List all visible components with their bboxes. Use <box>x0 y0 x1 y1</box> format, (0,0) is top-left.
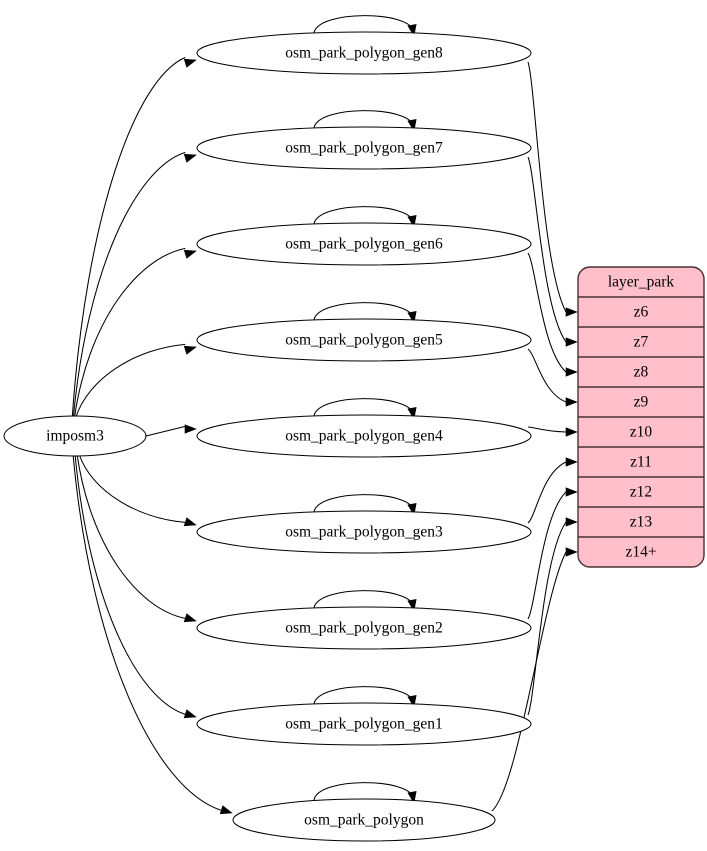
arrowhead-imposm3-to-base <box>219 805 233 815</box>
layer-park-table: layer_park z6 z7 z8 z9 z10 z11 z12 z13 z14+ <box>577 266 705 568</box>
self-loop-gen7 <box>313 110 415 129</box>
node-gen7-shape <box>196 126 532 170</box>
node-gen8-shape <box>196 31 532 75</box>
edge-gen8-to-z6 <box>527 61 567 313</box>
node-gen1-shape <box>196 702 532 746</box>
layer-park-row-z12[interactable]: z12 <box>578 477 704 507</box>
edge-gen4-to-z10 <box>527 426 567 433</box>
node-gen8-label: osm_park_polygon_gen8 <box>285 45 443 62</box>
arrowhead-imposm3-to-gen1 <box>183 709 197 719</box>
self-loop-gen2 <box>313 590 415 609</box>
edge-imposm3-to-gen6 <box>73 247 186 419</box>
edges-layer <box>71 15 578 815</box>
node-gen4-label: osm_park_polygon_gen4 <box>285 428 443 445</box>
arrowhead-imposm3-to-gen7 <box>183 153 197 163</box>
layer-park-table-title: layer_park <box>608 274 675 291</box>
arrowhead-gen2-to-z12 <box>565 487 578 497</box>
layer-park-row-label-z11: z11 <box>630 454 652 471</box>
node-base-label: osm_park_polygon <box>304 812 424 829</box>
layer-park-row-z6[interactable]: z6 <box>578 297 704 327</box>
edge-imposm3-to-gen8 <box>71 56 186 419</box>
layer-park-row-label-z12: z12 <box>630 484 652 501</box>
self-loop-base <box>313 782 415 801</box>
layer-park-row-label-z10: z10 <box>630 424 653 441</box>
arrowhead-imposm3-to-gen6 <box>183 249 197 259</box>
node-imposm3-label: imposm3 <box>46 428 104 445</box>
node-gen1[interactable]: osm_park_polygon_gen1 <box>196 702 532 746</box>
edge-imposm3-to-gen7 <box>72 151 186 419</box>
node-gen5-shape <box>196 318 532 362</box>
edge-gen2-to-z12 <box>527 491 567 620</box>
self-loop-gen8 <box>313 15 415 34</box>
layer-park-row-z8[interactable]: z8 <box>578 357 704 387</box>
node-gen2[interactable]: osm_park_polygon_gen2 <box>196 606 532 650</box>
layer-park-row-z11[interactable]: z11 <box>578 447 704 477</box>
edge-imposm3-to-gen3 <box>78 453 186 523</box>
layer-park-row-z7[interactable]: z7 <box>578 327 704 357</box>
edge-imposm3-to-gen2 <box>76 453 186 619</box>
layer-park-row-z13[interactable]: z13 <box>578 507 704 537</box>
self-loop-gen4 <box>313 398 415 417</box>
arrowhead-gen6-to-z8 <box>565 367 578 377</box>
layer-park-row-z10[interactable]: z10 <box>578 417 704 447</box>
self-loop-gen5 <box>313 302 415 321</box>
node-gen8[interactable]: osm_park_polygon_gen8 <box>196 31 532 75</box>
edge-gen6-to-z8 <box>527 252 567 373</box>
layer-park-row-z14+[interactable]: z14+ <box>578 537 704 567</box>
layer-park-row-label-z8: z8 <box>634 364 649 381</box>
node-gen6-shape <box>196 222 532 266</box>
self-loop-gen3 <box>313 494 415 513</box>
layer-park-row-label-z7: z7 <box>634 334 649 351</box>
arrowhead-base-to-z14+ <box>565 547 578 557</box>
node-gen4-shape <box>196 414 532 458</box>
edge-imposm3-to-base <box>72 453 222 811</box>
node-gen7[interactable]: osm_park_polygon_gen7 <box>196 126 532 170</box>
edge-base-to-z14+ <box>491 551 567 812</box>
node-gen3-shape <box>196 510 532 554</box>
node-gen2-shape <box>196 606 532 650</box>
node-base[interactable]: osm_park_polygon <box>232 798 496 842</box>
self-loop-gen1 <box>313 686 415 705</box>
node-gen3-label: osm_park_polygon_gen3 <box>285 524 443 541</box>
edge-gen7-to-z7 <box>527 156 567 343</box>
arrowhead-gen4-to-z10 <box>565 427 578 437</box>
edge-gen1-to-z13 <box>527 521 567 716</box>
self-loop-gen6 <box>313 206 415 225</box>
nodes-layer: imposm3 osm_park_polygon_gen8 osm_park_pol… <box>3 31 532 842</box>
node-gen4[interactable]: osm_park_polygon_gen4 <box>196 414 532 458</box>
arrowhead-gen5-to-z9 <box>565 397 578 407</box>
node-imposm3[interactable]: imposm3 <box>3 415 147 457</box>
layer-park-row-label-z14+: z14+ <box>625 544 656 561</box>
arrowhead-gen3-to-z11 <box>565 457 578 467</box>
node-gen7-label: osm_park_polygon_gen7 <box>285 140 443 157</box>
node-gen6[interactable]: osm_park_polygon_gen6 <box>196 222 532 266</box>
edge-gen5-to-z9 <box>527 348 567 403</box>
layer-park-row-label-z9: z9 <box>634 394 649 411</box>
node-gen5-label: osm_park_polygon_gen5 <box>285 332 443 349</box>
node-gen3[interactable]: osm_park_polygon_gen3 <box>196 510 532 554</box>
arrowhead-gen8-to-z6 <box>565 307 578 317</box>
edge-imposm3-to-gen5 <box>75 343 186 419</box>
node-base-shape <box>232 798 496 842</box>
edge-gen3-to-z11 <box>527 461 567 524</box>
node-gen1-label: osm_park_polygon_gen1 <box>285 716 443 733</box>
layer-park-row-label-z13: z13 <box>630 514 653 531</box>
arrowhead-imposm3-to-gen8 <box>183 58 197 68</box>
node-gen5[interactable]: osm_park_polygon_gen5 <box>196 318 532 362</box>
node-gen6-label: osm_park_polygon_gen6 <box>285 236 443 253</box>
edge-imposm3-to-gen1 <box>74 453 186 715</box>
arrowhead-gen1-to-z13 <box>565 517 578 527</box>
node-imposm3-shape <box>3 415 147 457</box>
arrowhead-imposm3-to-gen3 <box>183 517 197 527</box>
edge-imposm3-to-gen4 <box>145 425 186 437</box>
layer-park-row-label-z6: z6 <box>634 304 649 321</box>
arrowhead-imposm3-to-gen5 <box>183 345 197 355</box>
arrowhead-imposm3-to-gen2 <box>183 613 197 623</box>
arrowhead-gen7-to-z7 <box>565 337 578 347</box>
layer-park-row-z9[interactable]: z9 <box>578 387 704 417</box>
node-gen2-label: osm_park_polygon_gen2 <box>285 620 443 637</box>
arrowhead-imposm3-to-gen4 <box>184 424 197 434</box>
